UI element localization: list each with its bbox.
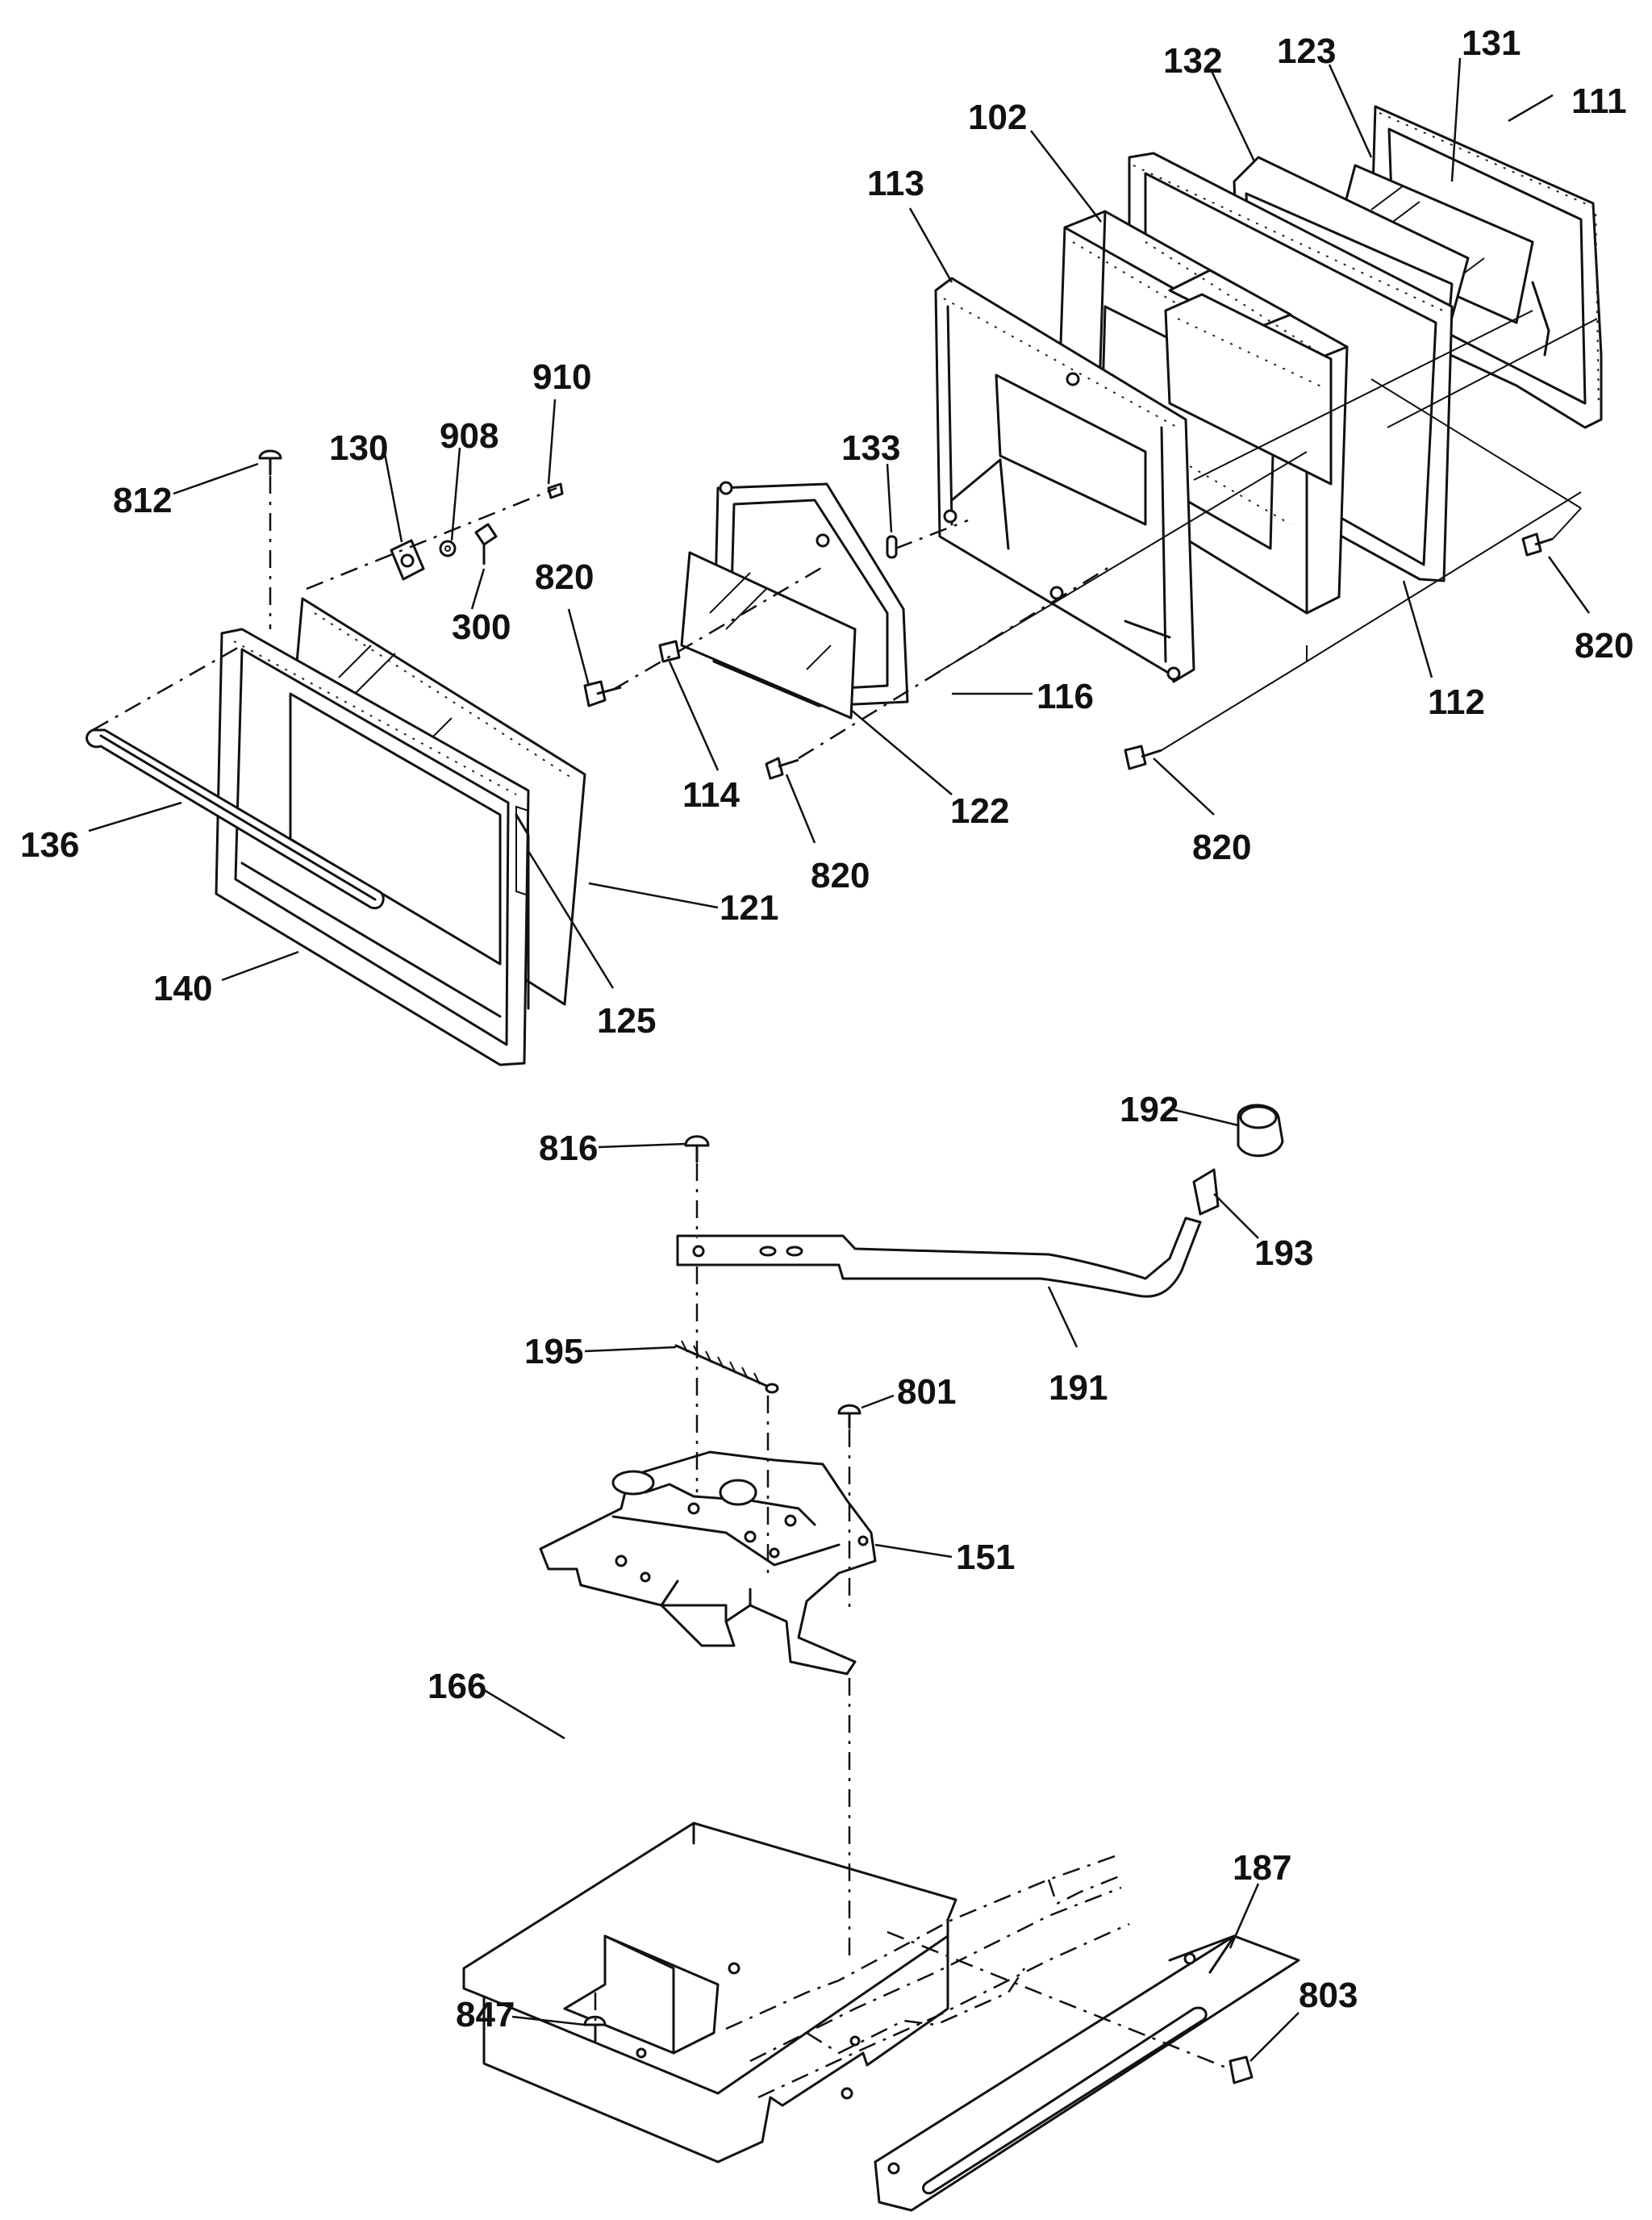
screw-820-lower: [765, 757, 799, 780]
assembly-lines-upper: [92, 310, 1598, 760]
label-910: 910: [532, 357, 591, 397]
part-outer-door-frame: [215, 628, 530, 1066]
label-125: 125: [597, 1001, 656, 1041]
label-133: 133: [841, 428, 900, 468]
label-816: 816: [539, 1129, 598, 1168]
label-112: 112: [1428, 682, 1485, 722]
screw-820-far-right: [1521, 532, 1554, 557]
cabinet-phantom-lines: [725, 1854, 1130, 2099]
screw-812: [258, 449, 282, 476]
screw-801: [837, 1404, 861, 1429]
label-820-lower: 820: [811, 856, 870, 895]
label-820-left: 820: [535, 557, 594, 597]
part-door-handle: [86, 728, 385, 910]
label-114: 114: [682, 775, 740, 815]
assembly-lines-lower: [594, 1163, 1231, 2071]
label-820-right-bottom: 820: [1192, 828, 1251, 867]
label-801: 801: [897, 1372, 956, 1412]
label-130: 130: [329, 428, 388, 468]
part-hinge-bracket: [390, 539, 425, 581]
label-136: 136: [20, 825, 79, 865]
label-123: 123: [1277, 31, 1336, 71]
part-knob-clip: [1192, 1168, 1220, 1216]
part-glass-clip: [658, 640, 681, 663]
label-122: 122: [950, 791, 1009, 831]
label-908: 908: [440, 416, 499, 456]
part-door-latch: [539, 1450, 877, 1675]
label-820-far-right: 820: [1575, 626, 1633, 666]
label-140: 140: [153, 969, 212, 1008]
part-inner-door-frame: [934, 277, 1195, 683]
part-latch-handle-bar: [676, 1216, 1202, 1298]
label-193: 193: [1254, 1233, 1313, 1273]
label-187: 187: [1233, 1848, 1291, 1888]
screw-847: [583, 2015, 607, 2043]
part-washer: [439, 540, 457, 557]
label-803: 803: [1299, 1976, 1358, 2015]
label-300: 300: [452, 607, 511, 647]
label-116: 116: [1037, 677, 1094, 716]
label-131: 131: [1462, 23, 1521, 63]
label-192: 192: [1120, 1090, 1179, 1129]
screw-910: [547, 482, 564, 499]
part-inner-glass: [680, 551, 857, 720]
part-hinge-pin: [474, 523, 498, 565]
label-812: 812: [113, 481, 172, 520]
label-195: 195: [524, 1332, 583, 1371]
part-latch-spring: [674, 1340, 779, 1394]
label-132: 132: [1163, 41, 1222, 81]
label-102: 102: [968, 98, 1027, 137]
screw-803: [1229, 2055, 1254, 2084]
label-111: 111: [1571, 81, 1627, 121]
part-spring-clip: [886, 535, 898, 559]
label-847: 847: [456, 1995, 515, 2034]
screw-816: [684, 1135, 710, 1163]
label-166: 166: [428, 1667, 486, 1706]
label-121: 121: [720, 888, 778, 928]
part-latch-knob: [1237, 1104, 1284, 1158]
leader-lines: [88, 57, 1591, 2062]
part-latch-bracket: [874, 1934, 1300, 2212]
label-191: 191: [1049, 1368, 1108, 1408]
label-113: 113: [867, 164, 924, 203]
part-latch-tray: [462, 1821, 957, 2164]
screw-820-left: [583, 680, 622, 707]
screw-820-right-bottom: [1124, 745, 1162, 770]
part-number-labels: 111 131 123 132 102 113 112 820 910 908 …: [20, 23, 1633, 2034]
label-151: 151: [956, 1538, 1015, 1577]
